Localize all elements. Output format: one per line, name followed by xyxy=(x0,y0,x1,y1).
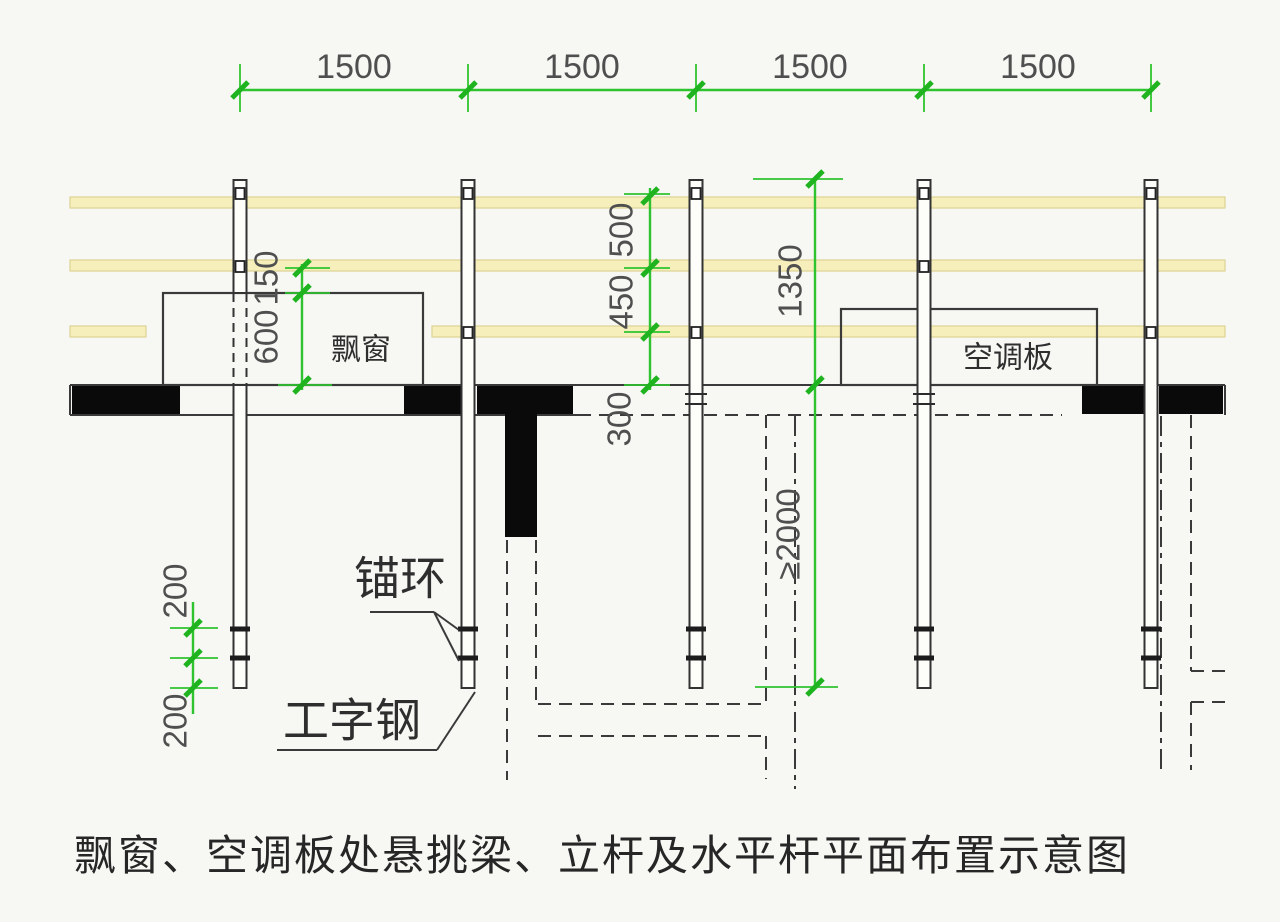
coupler-mark xyxy=(234,187,246,200)
coupler-mark xyxy=(918,260,930,273)
dimension-label-1500: 1500 xyxy=(1000,48,1076,86)
vertical-pole-2 xyxy=(460,179,476,689)
annotations: 飘窗 空调板 锚环 工字钢 xyxy=(277,334,1053,751)
vertical-pole-4 xyxy=(916,179,932,689)
dimension-label-500: 500 xyxy=(603,202,640,257)
coupler-mark xyxy=(234,260,246,273)
hidden-edges xyxy=(506,415,1225,789)
top-dimension-chain: 1500 1500 1500 1500 xyxy=(232,48,1159,112)
i-beam-label: 工字钢 xyxy=(283,696,421,747)
coupler-mark xyxy=(462,187,474,200)
ac-board-label: 空调板 xyxy=(963,342,1053,375)
dimension-label-600: 600 xyxy=(248,309,285,364)
leader-line xyxy=(433,611,460,662)
coupler-mark xyxy=(1145,187,1157,200)
wall-solid-segment xyxy=(72,386,180,414)
dimension-label-150: 150 xyxy=(248,250,285,305)
dimension-label-300: 300 xyxy=(601,391,638,446)
anchor-spacing-dimension: 200 200 xyxy=(157,563,218,749)
leader-line xyxy=(436,691,476,751)
dimension-label-450: 450 xyxy=(603,274,640,329)
wall-solid-segment xyxy=(477,386,573,414)
dimension-label-1500: 1500 xyxy=(544,48,620,86)
right-dimension-chain: 1350 ≥2000 xyxy=(753,171,843,695)
horizontal-bar-3-left-stub xyxy=(69,325,147,338)
wall-solid-segment xyxy=(404,386,462,414)
dimension-label-2000: ≥2000 xyxy=(770,488,807,580)
wall-column xyxy=(505,414,537,537)
leader-line xyxy=(433,611,460,631)
ac-board-outline xyxy=(839,307,1099,387)
drawing-caption: 飘窗、空调板处悬挑梁、立杆及水平杆平面布置示意图 xyxy=(74,833,1130,880)
vertical-pole-5 xyxy=(1143,179,1159,689)
vertical-pole-3 xyxy=(688,179,704,689)
dimension-label-1500: 1500 xyxy=(772,48,848,86)
dimension-label-1350: 1350 xyxy=(772,244,809,317)
dimension-label-1500: 1500 xyxy=(316,48,392,86)
dimension-label-200-lower: 200 xyxy=(157,693,194,748)
mid-dimension-chain: 500 450 300 xyxy=(601,188,670,447)
coupler-mark xyxy=(462,326,474,339)
bay-window-dimension: 150 600 xyxy=(248,250,332,393)
coupler-mark xyxy=(690,187,702,200)
coupler-mark xyxy=(1145,326,1157,339)
wall xyxy=(69,384,1226,537)
dimension-label-200-upper: 200 xyxy=(157,563,194,618)
wall-solid-segment xyxy=(1082,386,1144,414)
horizontal-bar-3 xyxy=(431,325,1226,338)
anchor-ring-label: 锚环 xyxy=(354,554,446,605)
vertical-pole-1-lower xyxy=(232,384,248,689)
wall-solid-segment xyxy=(1159,386,1223,414)
coupler-mark xyxy=(918,187,930,200)
coupler-mark xyxy=(690,326,702,339)
vertical-poles xyxy=(230,179,1161,689)
bay-window-label: 飘窗 xyxy=(331,334,391,367)
anchor-ring-bands xyxy=(230,626,1161,661)
